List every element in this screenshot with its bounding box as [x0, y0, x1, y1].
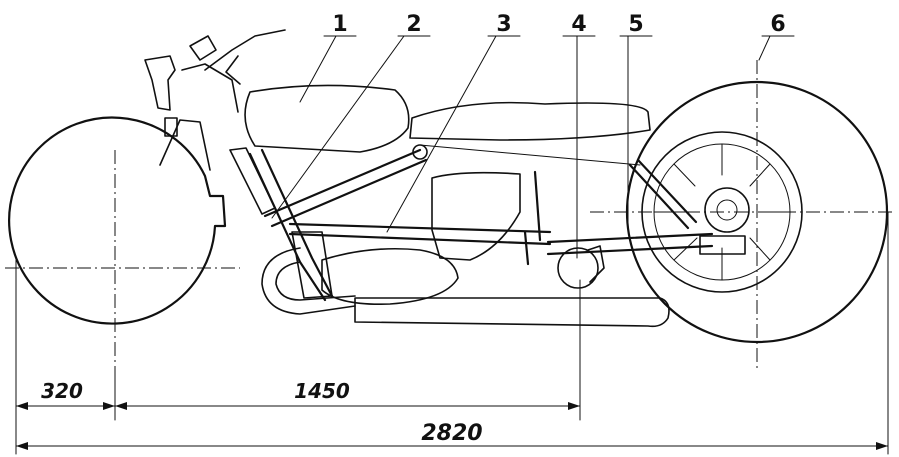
dimension-labels: 320 1450 2820	[41, 379, 482, 446]
strut-3	[288, 222, 552, 246]
dimension-2820: 2820	[421, 421, 482, 446]
strut-5	[523, 158, 714, 266]
exhaust-pipe	[261, 247, 670, 328]
callout-1: 1	[332, 12, 347, 37]
seat	[409, 101, 651, 166]
strut-2	[263, 144, 428, 228]
callout-4: 4	[571, 12, 586, 37]
frame-and-fork	[144, 29, 334, 302]
dimension-1450: 1450	[294, 379, 350, 403]
dimension-lines	[15, 211, 889, 455]
fuel-tank	[244, 84, 410, 153]
callout-3: 3	[496, 12, 511, 37]
front-wheel	[5, 116, 240, 370]
callout-6: 6	[770, 12, 785, 37]
engine	[321, 171, 605, 306]
callout-2: 2	[406, 12, 421, 37]
callout-5: 5	[628, 12, 643, 37]
callout-leaders	[271, 35, 795, 259]
dimension-320: 320	[41, 379, 83, 403]
callout-labels: 1 2 3 4 5 6	[332, 12, 785, 37]
